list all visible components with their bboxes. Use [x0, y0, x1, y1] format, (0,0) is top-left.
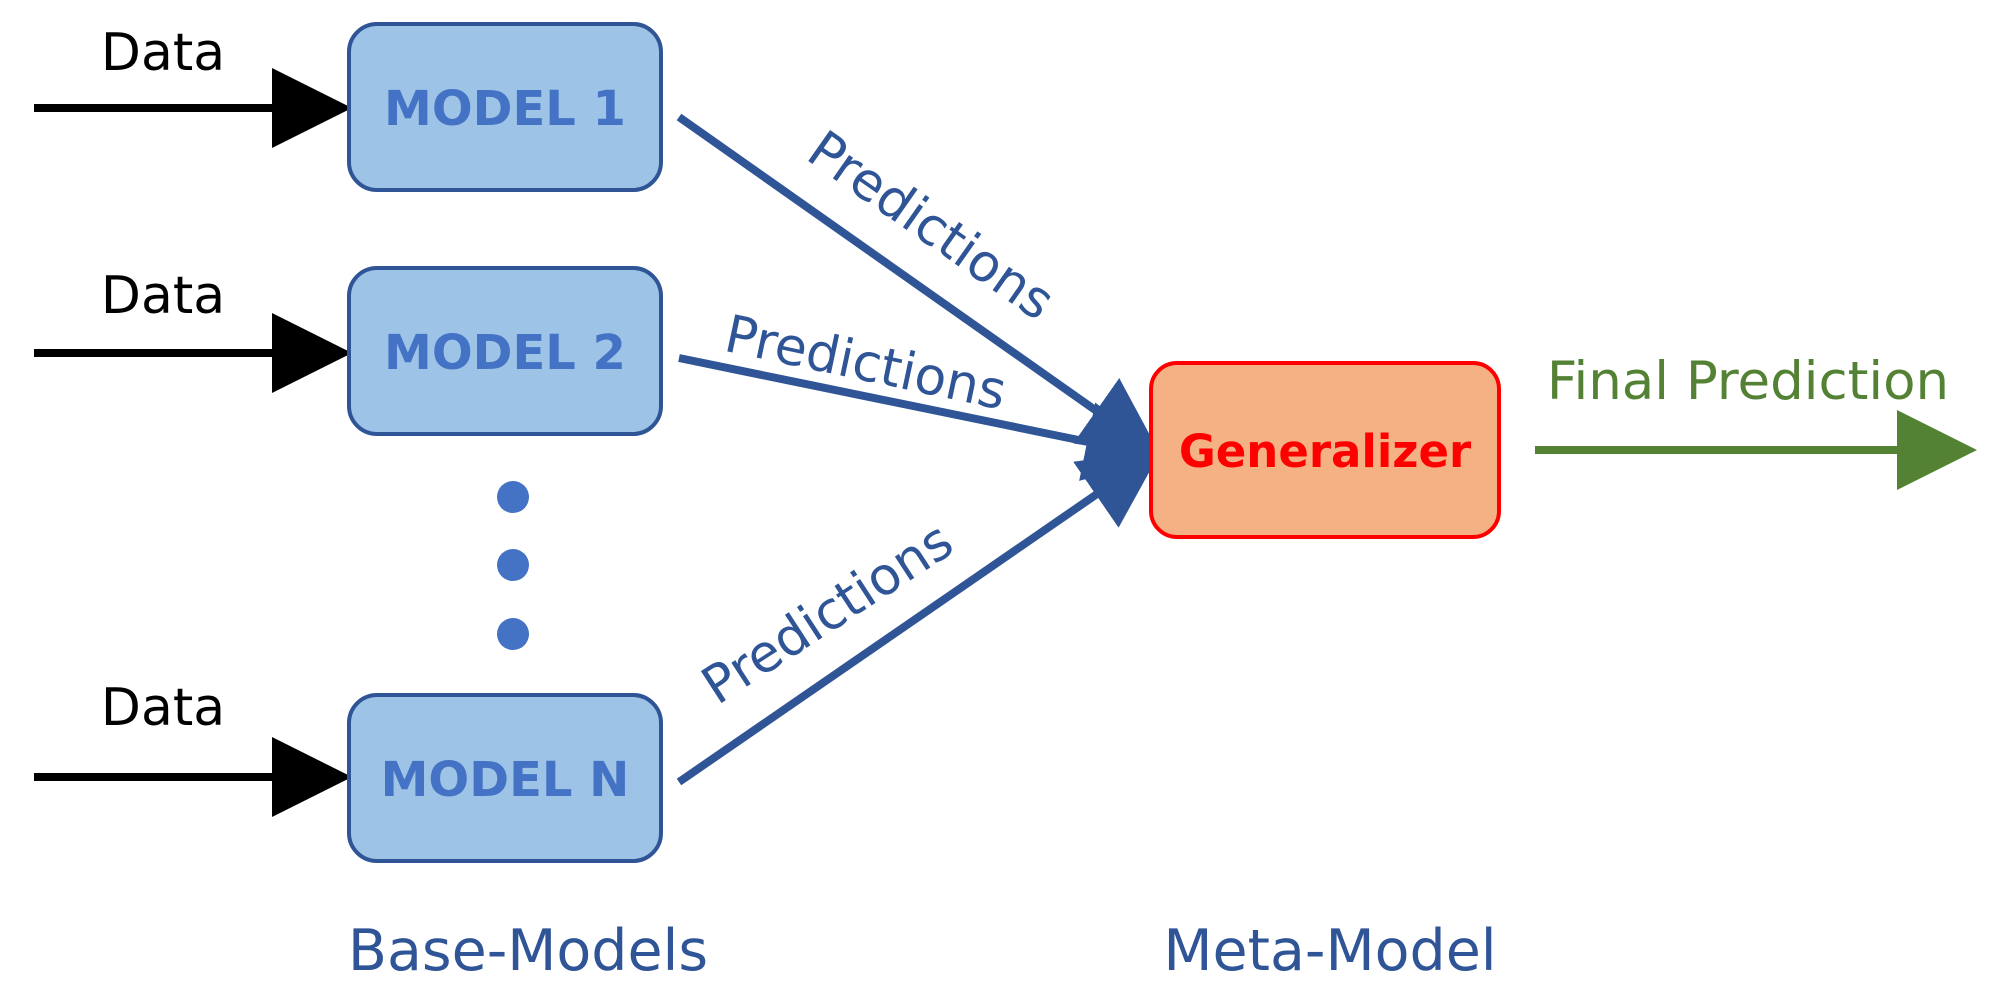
input-label-3: Data [101, 678, 225, 738]
model-box-1: MODEL 1 [347, 22, 663, 192]
ellipsis-dot-2 [497, 549, 529, 581]
final-prediction-label: Final Prediction [1547, 351, 1949, 412]
input-label-2: Data [101, 266, 225, 326]
model-box-n: MODEL N [347, 693, 663, 863]
model-label-n: MODEL N [381, 752, 630, 808]
generalizer-label: Generalizer [1179, 425, 1472, 478]
meta-model-caption: Meta-Model [1163, 918, 1496, 984]
ellipsis-dot-3 [497, 618, 529, 650]
model-label-1: MODEL 1 [384, 81, 626, 137]
prediction-arrow-2 [678, 354, 1166, 481]
ellipsis-dot-1 [497, 481, 529, 513]
model-label-2: MODEL 2 [384, 325, 626, 381]
prediction-arrow-3 [676, 449, 1162, 786]
input-label-1: Data [101, 23, 225, 83]
prediction-arrow-1 [676, 113, 1162, 457]
base-models-caption: Base-Models [348, 918, 708, 984]
generalizer-box: Generalizer [1149, 361, 1501, 539]
model-box-2: MODEL 2 [347, 266, 663, 436]
